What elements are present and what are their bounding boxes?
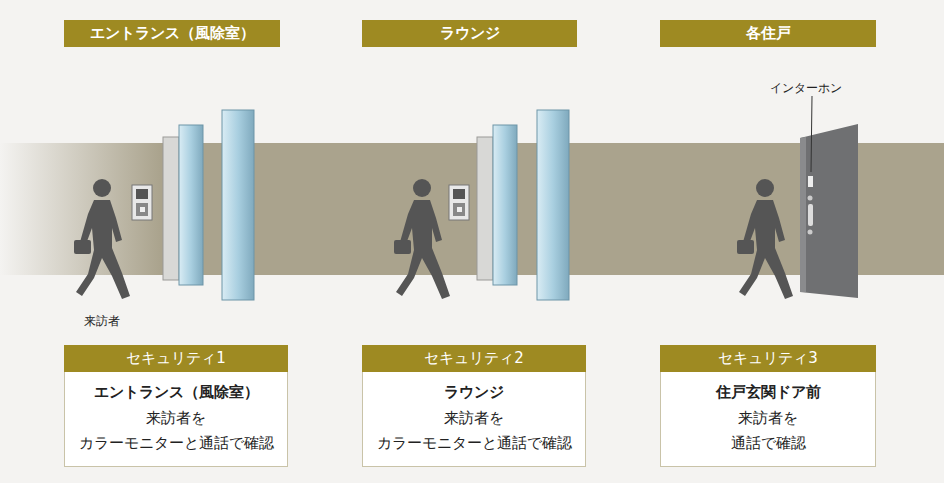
panel-body: エントランス（風除室）来訪者を カラーモニターと通話で確認 [64,372,288,467]
security-panel: セキュリティ2ラウンジ来訪者を カラーモニターと通話で確認 [362,345,586,467]
location-title: 住戸玄関ドア前 [669,380,867,404]
panel-body: 住戸玄関ドア前来訪者を 通話で確認 [660,372,876,467]
security-panel: セキュリティ3住戸玄関ドア前来訪者を 通話で確認 [660,345,876,467]
header-text: ラウンジ [440,24,500,43]
panel-body: ラウンジ来訪者を カラーモニターと通話で確認 [362,372,586,467]
part-label: インターホン [770,80,842,97]
header-text: エントランス（風除室） [90,24,255,43]
area-header: 各住戸 [660,20,876,47]
location-title: ラウンジ [371,380,577,404]
location-title: エントランス（風除室） [73,380,279,404]
security-level: セキュリティ3 [660,345,876,372]
security-panel: セキュリティ1エントランス（風除室）来訪者を カラーモニターと通話で確認 [64,345,288,467]
check-method: 来訪者を 通話で確認 [718,406,818,456]
area-header: エントランス（風除室） [64,20,280,47]
security-level: セキュリティ2 [362,345,586,372]
check-method: 来訪者を カラーモニターと通話で確認 [73,406,279,456]
security-level: セキュリティ1 [64,345,288,372]
header-text: 各住戸 [746,24,791,43]
area-header: ラウンジ [362,20,577,47]
check-method: 来訪者を カラーモニターと通話で確認 [371,406,577,456]
figure-label: 来訪者 [84,313,120,330]
